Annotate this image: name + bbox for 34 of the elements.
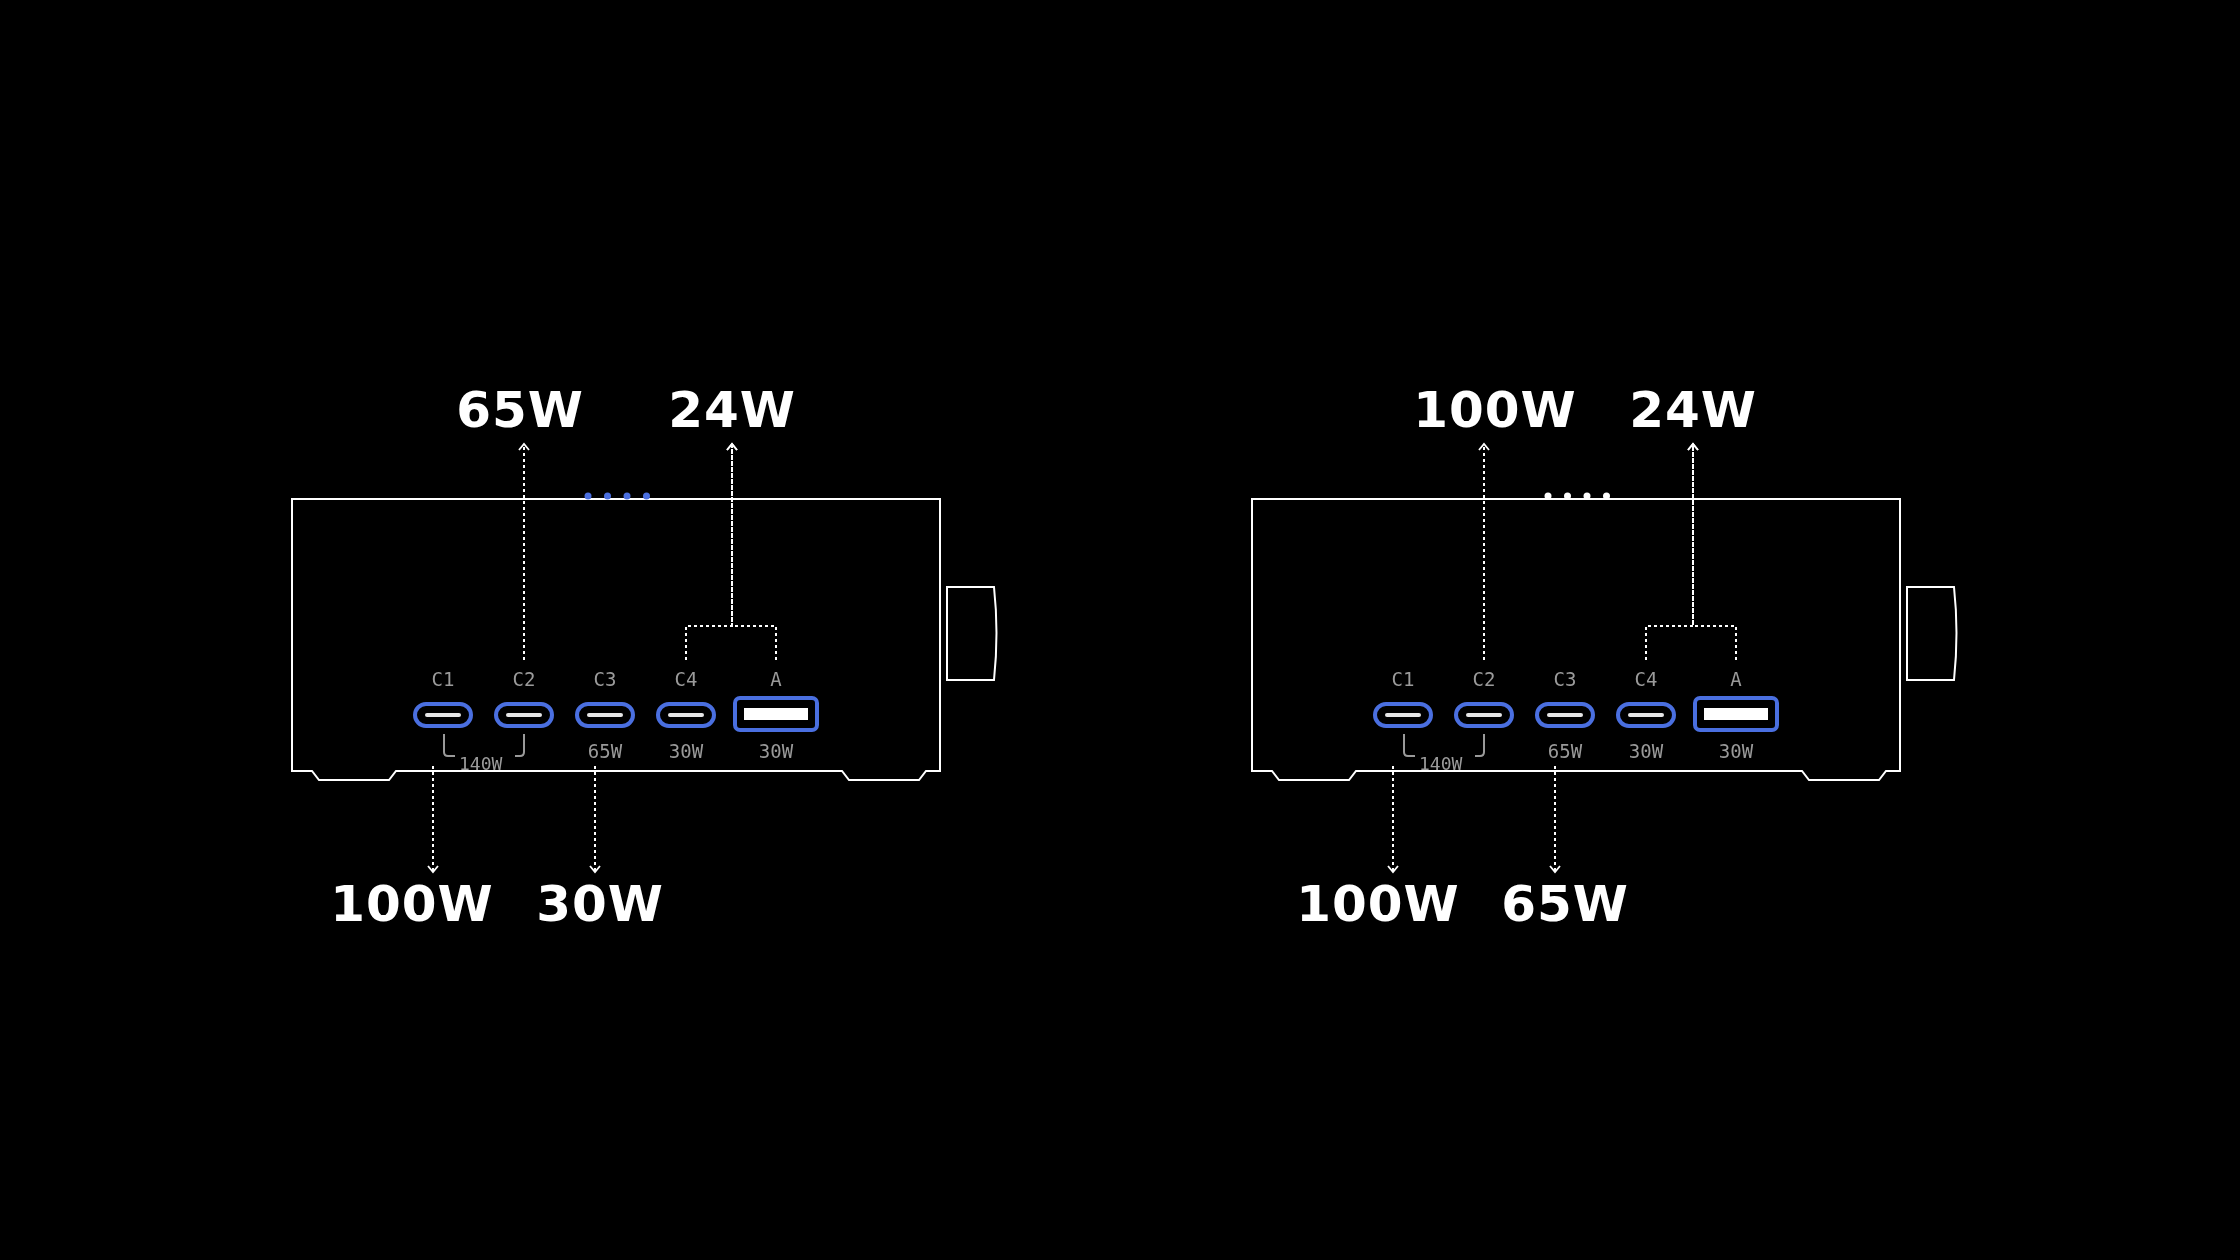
leader-arrow <box>427 765 439 873</box>
leader-arrow <box>1387 765 1399 873</box>
wattage-label: 24W <box>668 382 796 438</box>
leader-arrow <box>1549 765 1561 873</box>
combined-rating-label: 140W <box>459 754 503 774</box>
port-label: C3 <box>592 668 618 690</box>
port-label: C4 <box>1633 668 1659 690</box>
port-label: A <box>1729 668 1743 690</box>
port-rating: 30W <box>1627 740 1665 762</box>
port-label: C1 <box>430 668 456 690</box>
port-label: C2 <box>1471 668 1497 690</box>
wattage-label: 100W <box>330 876 494 932</box>
port-rating: 65W <box>586 740 624 762</box>
leader-arrow <box>726 443 777 661</box>
wattage-label: 100W <box>1413 382 1577 438</box>
port-label: C4 <box>673 668 699 690</box>
leader-arrow <box>1478 443 1490 661</box>
port-label: C3 <box>1552 668 1578 690</box>
leader-arrow <box>1687 443 1737 661</box>
port-label: C2 <box>511 668 537 690</box>
wattage-label: 30W <box>536 876 664 932</box>
port-rating: 30W <box>1717 740 1755 762</box>
port-label: C1 <box>1390 668 1416 690</box>
port-rating: 30W <box>667 740 705 762</box>
port-label: A <box>769 668 783 690</box>
port-rating: 65W <box>1546 740 1584 762</box>
port-rating: 30W <box>757 740 795 762</box>
wattage-label: 24W <box>1629 382 1757 438</box>
leader-arrow <box>589 765 601 873</box>
leader-arrow <box>518 443 530 661</box>
combined-rating-label: 140W <box>1419 754 1463 774</box>
wattage-label: 65W <box>456 382 584 438</box>
wattage-label: 100W <box>1296 876 1460 932</box>
wattage-label: 65W <box>1501 876 1629 932</box>
